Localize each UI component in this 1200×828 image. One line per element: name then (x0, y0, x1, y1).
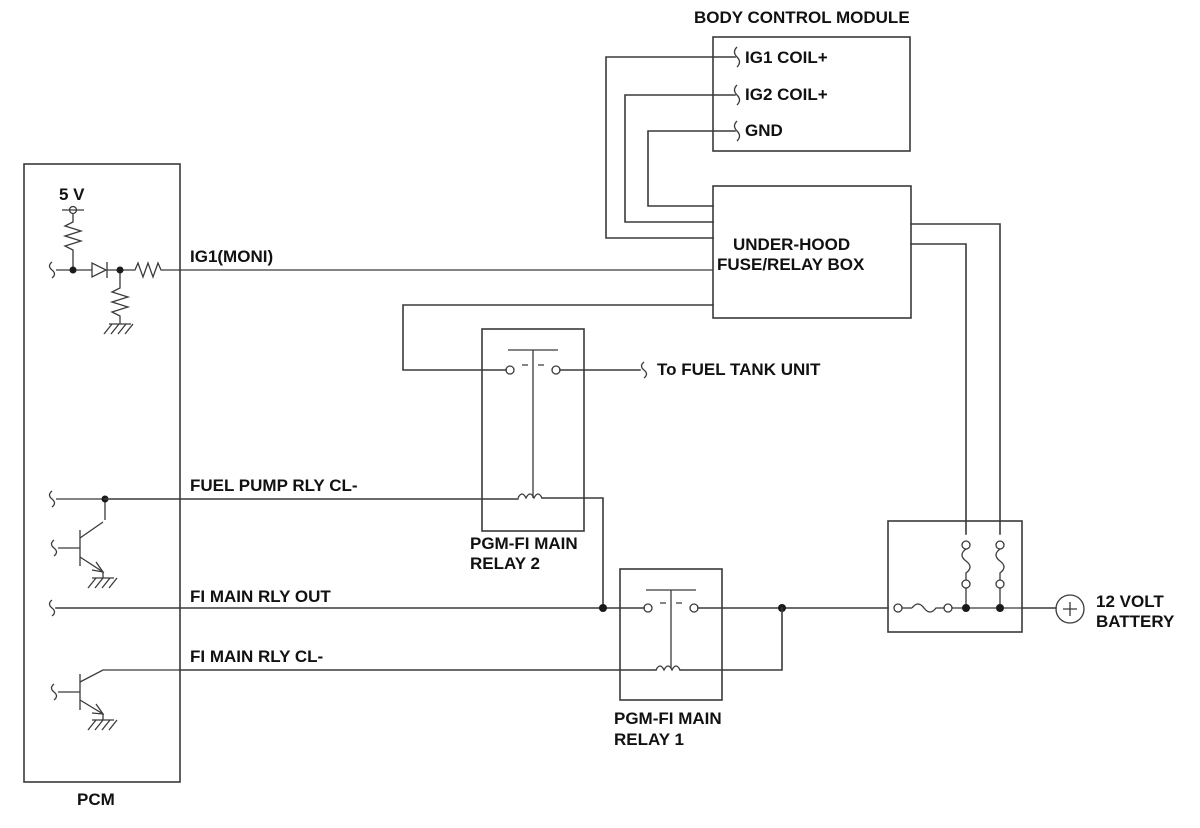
signal-fi-main-rly-cl: FI MAIN RLY CL- (190, 647, 323, 666)
fuse-box-label-1: UNDER-HOOD (733, 235, 850, 254)
wire-fi-main-rly-cl (179, 607, 783, 671)
bcm-box (712, 36, 911, 152)
bcm-title: BODY CONTROL MODULE (694, 8, 910, 27)
battery-fuse-block (887, 520, 1023, 633)
relay2-box (481, 328, 585, 532)
pcm-fi-main-out-connector (48, 599, 56, 617)
wire-fusebox-to-relay2 (402, 304, 714, 371)
junction-fi-main-out (599, 604, 607, 612)
signal-fi-main-rly-out: FI MAIN RLY OUT (190, 587, 331, 606)
wire-fusebox-feed-b (910, 243, 967, 535)
relay1-label-1: PGM-FI MAIN (614, 709, 722, 728)
battery-fuses (893, 540, 1022, 613)
wire-fusebox-feed-a (910, 223, 1001, 535)
bcm-pin-ig2-coil: IG2 COIL+ (745, 85, 828, 104)
bcm-pin-gnd: GND (745, 121, 783, 140)
wire-bcm-gnd (647, 130, 736, 207)
fuse-relay-box (712, 185, 912, 319)
pcm-label: PCM (77, 790, 115, 809)
bcm-pin-ig1-coil: IG1 COIL+ (745, 48, 828, 67)
wire-ig1-coil (605, 56, 736, 239)
relay1-label-2: RELAY 1 (614, 730, 684, 749)
wire-fuel-pump-rly-cl (104, 497, 604, 609)
pcm-box (23, 163, 181, 783)
pcm-ig1-input-circuit (48, 205, 713, 335)
pcm-fi-main-driver (50, 669, 180, 731)
pcm-5v-label: 5 V (59, 185, 85, 204)
fuse-box-label-2: FUSE/RELAY BOX (717, 255, 865, 274)
wire-ig2-coil (624, 94, 736, 223)
pcm-fuel-pump-driver (48, 490, 118, 589)
relay2-label-2: RELAY 2 (470, 554, 540, 573)
battery-icon (1055, 594, 1085, 624)
bcm-connector-marks (733, 46, 741, 142)
battery-label-2: BATTERY (1096, 612, 1175, 631)
battery-label-1: 12 VOLT (1096, 592, 1164, 611)
signal-fuel-pump-rly-cl: FUEL PUMP RLY CL- (190, 476, 358, 495)
fuel-tank-label: To FUEL TANK UNIT (657, 360, 821, 379)
fuel-tank-connector (640, 361, 648, 379)
relay1-switch (643, 589, 699, 672)
relay1-box (619, 568, 723, 701)
relay2-switch (505, 349, 561, 500)
relay2-label-1: PGM-FI MAIN (470, 534, 578, 553)
signal-ig1-moni: IG1(MONI) (190, 247, 273, 266)
